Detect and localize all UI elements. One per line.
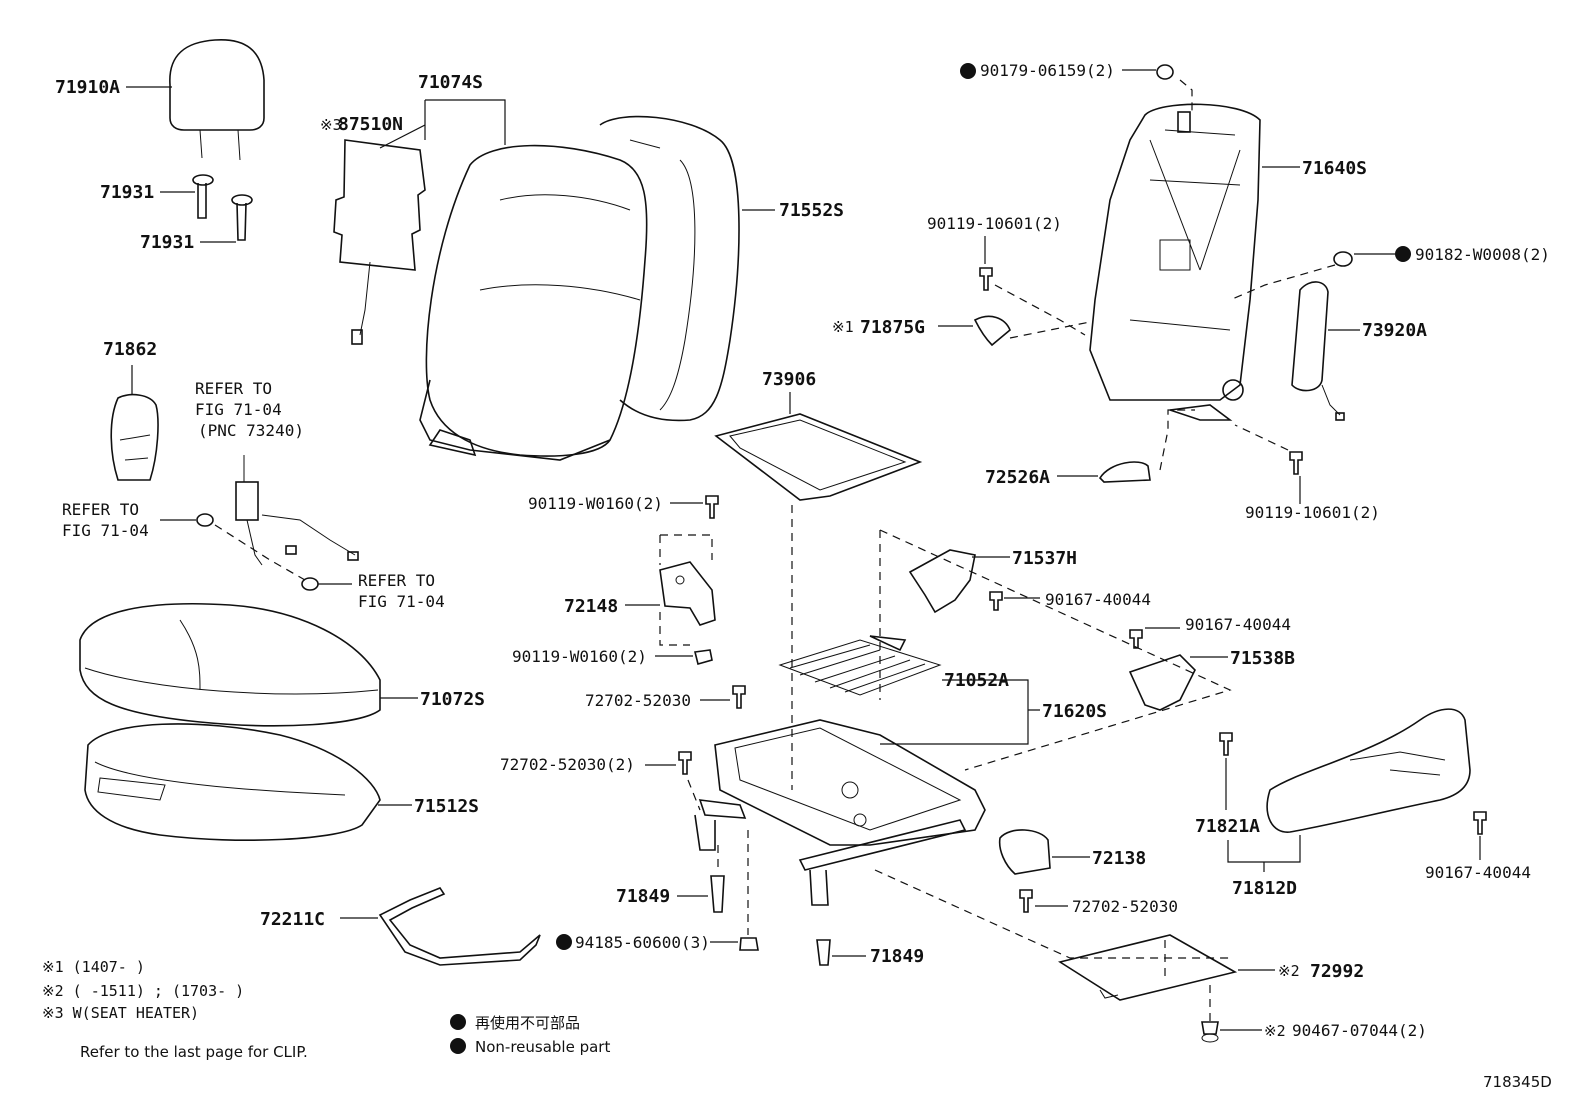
label-90167-40044-c: 90167-40044 bbox=[1425, 863, 1531, 882]
side-shield-71812D bbox=[1266, 708, 1471, 833]
refer-text-2-line2: FIG 71-04 bbox=[62, 521, 149, 540]
seat-cushion-pad-71512S bbox=[84, 723, 381, 841]
clip-note: Refer to the last page for CLIP. bbox=[80, 1043, 308, 1061]
label-90167-40044-b: 90167-40044 bbox=[1185, 615, 1291, 634]
label-71538B: 71538B bbox=[1230, 648, 1295, 669]
label-71072S: 71072S bbox=[420, 689, 485, 710]
label-71875G: 71875G bbox=[860, 317, 925, 338]
legend-en: Non-reusable part bbox=[475, 1038, 610, 1056]
label-71931-b: 71931 bbox=[140, 232, 194, 253]
bracket-72148 bbox=[659, 561, 716, 626]
refer-text-1-line3: (PNC 73240) bbox=[198, 421, 304, 440]
note-1: ※1 (1407- ) bbox=[42, 958, 145, 976]
seatbelt-buckle bbox=[196, 455, 359, 591]
label-71640S: 71640S bbox=[1302, 158, 1367, 179]
label-90182: 90182-W0008(2) bbox=[1415, 245, 1550, 264]
legend-jp: 再使用不可部品 bbox=[475, 1014, 580, 1032]
label-71821A: 71821A bbox=[1195, 816, 1260, 837]
label-72702-52030-a: 72702-52030 bbox=[585, 691, 691, 710]
diagram-id-code: 718345D bbox=[1483, 1073, 1552, 1091]
label-71620S: 71620S bbox=[1042, 701, 1107, 722]
label-90119-10601-b: 90119-10601(2) bbox=[1245, 503, 1380, 522]
note-3: ※3 W(SEAT HEATER) bbox=[42, 1004, 199, 1022]
label-71052A: 71052A bbox=[944, 670, 1009, 691]
label-87510N: 87510N bbox=[338, 114, 403, 135]
refer-text-3-line2: FIG 71-04 bbox=[358, 592, 445, 611]
wire-72211C bbox=[378, 887, 541, 966]
refer-text-1-line2: FIG 71-04 bbox=[195, 400, 282, 419]
label-72138: 72138 bbox=[1092, 848, 1146, 869]
label-71074S: 71074S bbox=[418, 72, 483, 93]
note-mark-72992: ※2 bbox=[1278, 962, 1300, 980]
label-72702-52030-c: 72702-52030 bbox=[1072, 897, 1178, 916]
label-90467: 90467-07044(2) bbox=[1292, 1021, 1427, 1040]
legend-dot-icon bbox=[450, 1014, 466, 1030]
label-90119-W0160-b: 90119-W0160(2) bbox=[512, 647, 647, 666]
label-71812D: 71812D bbox=[1232, 878, 1297, 899]
refer-text-3-line1: REFER TO bbox=[358, 571, 435, 590]
label-72526A: 72526A bbox=[985, 467, 1050, 488]
note-2: ※2 ( -1511) ; (1703- ) bbox=[42, 982, 244, 1000]
label-73906: 73906 bbox=[762, 369, 816, 390]
seatback-cover-71074S bbox=[419, 144, 648, 461]
headrest-71910A bbox=[169, 39, 265, 161]
label-72148: 72148 bbox=[564, 596, 618, 617]
label-71910A: 71910A bbox=[55, 77, 120, 98]
nonreusable-dot-icon bbox=[556, 934, 572, 950]
label-90167-40044-a: 90167-40044 bbox=[1045, 590, 1151, 609]
seat-heater-87510N bbox=[333, 139, 426, 345]
seatback-frame-71640S bbox=[1089, 103, 1261, 421]
headrest-guide-71931 bbox=[192, 174, 253, 241]
seatback-pad-71552S bbox=[599, 115, 740, 422]
seat-cushion-cover-71072S bbox=[79, 602, 381, 727]
label-71537H: 71537H bbox=[1012, 548, 1077, 569]
label-71931-a: 71931 bbox=[100, 182, 154, 203]
label-73920A: 73920A bbox=[1362, 320, 1427, 341]
seat-adjuster-71620S bbox=[694, 719, 986, 906]
plate-72992 bbox=[1057, 934, 1238, 1001]
under-cover-73906 bbox=[714, 413, 923, 501]
refer-text-2-line1: REFER TO bbox=[62, 500, 139, 519]
label-71552S: 71552S bbox=[779, 200, 844, 221]
label-72702-52030-b: 72702-52030(2) bbox=[500, 755, 635, 774]
note-mark-90467: ※2 bbox=[1264, 1022, 1286, 1040]
side-airbag-73920A bbox=[1291, 281, 1345, 421]
legend-dot-icon bbox=[450, 1038, 466, 1054]
note-mark-87510N: ※3 bbox=[320, 116, 342, 134]
label-94185: 94185-60600(3) bbox=[575, 933, 710, 952]
nonreusable-dot-icon bbox=[960, 63, 976, 79]
refer-text-1-line1: REFER TO bbox=[195, 379, 272, 398]
note-mark-71875G: ※1 bbox=[832, 318, 854, 336]
label-72211C: 72211C bbox=[260, 909, 325, 930]
cover-71862 bbox=[110, 393, 159, 481]
label-71849-a: 71849 bbox=[616, 886, 670, 907]
label-71849-b: 71849 bbox=[870, 946, 924, 967]
label-90119-W0160-a: 90119-W0160(2) bbox=[528, 494, 663, 513]
label-90119-10601-a: 90119-10601(2) bbox=[927, 214, 1062, 233]
nonreusable-dot-icon bbox=[1395, 246, 1411, 262]
label-71512S: 71512S bbox=[414, 796, 479, 817]
seat-spring-71052A bbox=[778, 635, 942, 696]
label-90179: 90179-06159(2) bbox=[980, 61, 1115, 80]
label-71862: 71862 bbox=[103, 339, 157, 360]
label-72992: 72992 bbox=[1310, 961, 1364, 982]
